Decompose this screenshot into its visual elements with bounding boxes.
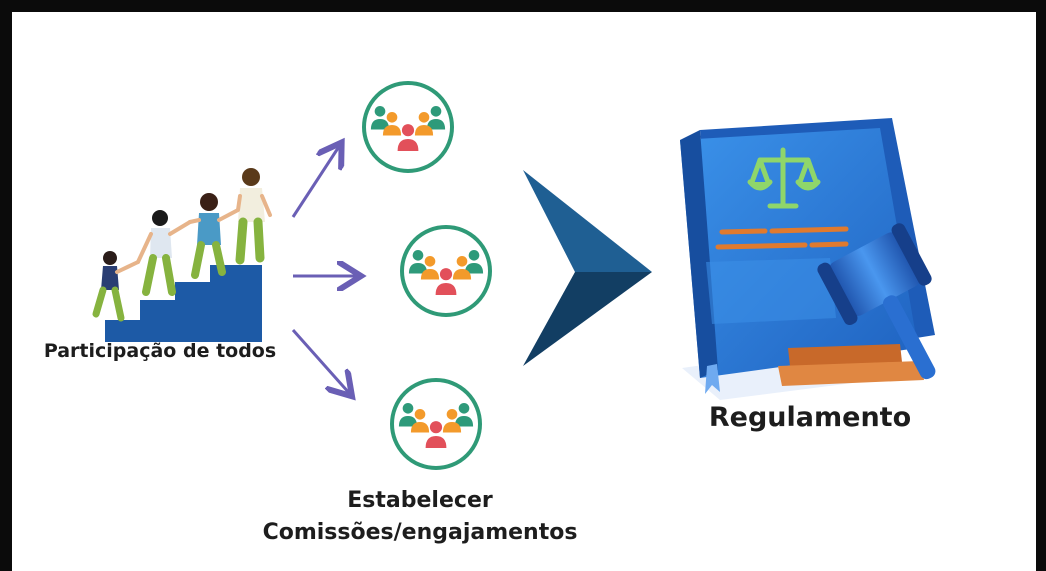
participation-label: Participação de todos: [43, 340, 277, 362]
group-icon: [362, 81, 454, 173]
people-climbing-stairs-icon: [92, 168, 272, 342]
law-book-gavel-icon: [680, 118, 936, 400]
arrow-up: [291, 145, 340, 218]
group-icon: [400, 225, 492, 317]
arrow-down: [291, 329, 350, 394]
committees-label-line1: Estabelecer: [347, 488, 493, 513]
climber-4: [235, 168, 272, 265]
climber-2: [136, 210, 192, 296]
gavel-icon: [817, 223, 936, 380]
committees-label-line2: Comissões/engajamentos: [262, 520, 578, 545]
group-icon: [390, 378, 482, 470]
climber-3: [188, 193, 240, 279]
scales-of-justice-icon: [747, 147, 821, 209]
chevron-arrow-icon: [523, 170, 652, 366]
climber-1: [92, 251, 140, 322]
committees-label: Estabelecer Comissões/engajamentos: [240, 485, 600, 549]
arrows: [291, 145, 358, 394]
regulation-label: Regulamento: [708, 402, 912, 433]
group-icons: [362, 81, 492, 470]
